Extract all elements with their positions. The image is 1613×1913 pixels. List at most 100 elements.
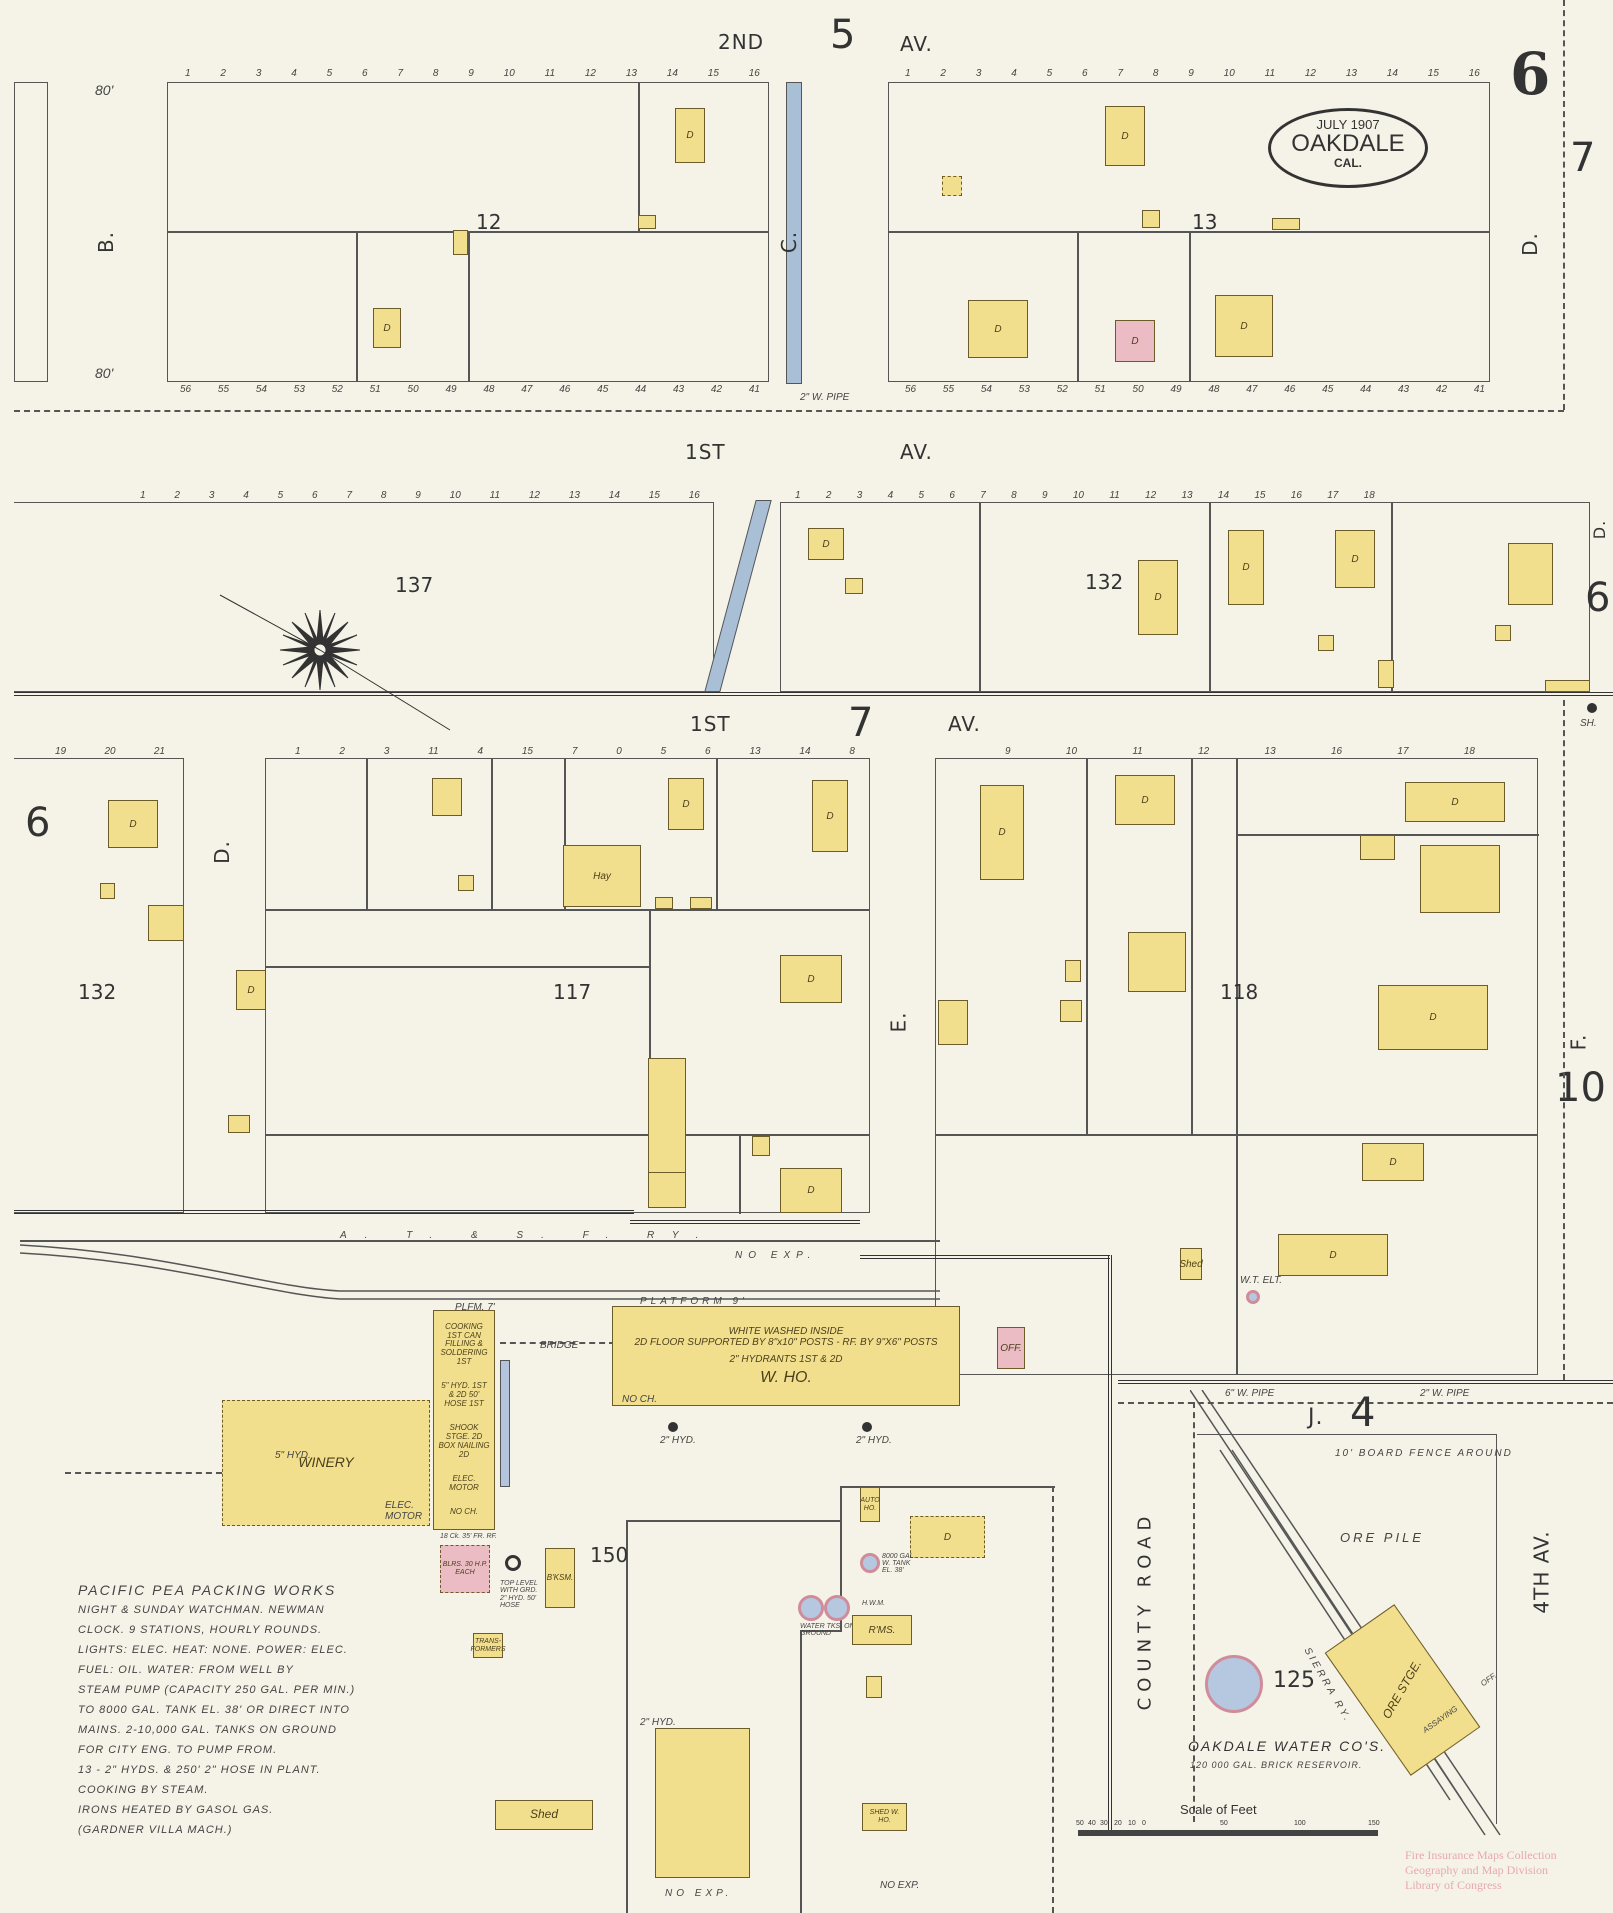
adjacent-sheet-7: 7	[1570, 135, 1596, 181]
block-number-12: 12	[476, 210, 502, 234]
bridge	[500, 1342, 615, 1344]
hydrant-icon	[1587, 703, 1597, 713]
railroad-spur-3	[860, 1255, 1110, 1262]
railroad-spur-vertical	[1108, 1255, 1115, 1835]
pipe-6in-label: 6" W. PIPE	[1225, 1388, 1275, 1399]
railroad-main	[14, 692, 1613, 699]
hay-barn: Hay	[563, 845, 641, 907]
legend-line: Lights: Elec. Heat: None. Power: Elec.	[78, 1644, 348, 1656]
dwelling	[1508, 543, 1553, 605]
dwelling: D	[1335, 530, 1375, 588]
outbuilding	[938, 1000, 968, 1045]
outbuilding	[845, 578, 863, 594]
dwelling: D	[236, 970, 266, 1010]
block-number-150: 150	[590, 1543, 629, 1567]
large-shed-crossed	[655, 1728, 750, 1878]
dwelling: D	[812, 780, 848, 852]
winery-label: WINERY	[298, 1454, 354, 1471]
no-exp-label: NO EXP.	[880, 1880, 920, 1891]
dimension-80: 80'	[95, 82, 114, 98]
outbuilding	[638, 215, 656, 229]
title-cartouche: JULY 1907 OAKDALE CAL.	[1268, 108, 1428, 188]
dwelling: D	[1378, 985, 1488, 1050]
adjacent-sheet-6: 6	[1585, 575, 1611, 621]
water-pipe-vertical	[1193, 1402, 1195, 1822]
warehouse-note-2: 2D FLOOR SUPPORTED BY 8"x10" POSTS - RF.…	[634, 1336, 938, 1348]
dwelling: D	[1215, 295, 1273, 357]
platform-dashed	[65, 1472, 222, 1474]
outbuilding-row	[1545, 680, 1590, 692]
cannery-shook: SHOOK STGE. 2D BOX NAILING 2D	[438, 1423, 490, 1459]
creek-mid	[704, 500, 772, 692]
outbuilding	[1065, 960, 1081, 982]
sierra-railway	[1190, 1390, 1501, 1836]
sheet-boundary-line	[1563, 0, 1565, 410]
dwelling: D	[1105, 106, 1145, 166]
outbuilding	[1378, 660, 1394, 688]
adjacent-sheet-4: 4	[1350, 1390, 1376, 1436]
block-number-132: 132	[1085, 570, 1124, 594]
block-125	[1197, 1434, 1497, 1824]
legend-line: 13 - 2" hyds. & 250' 2" hose in plant.	[78, 1764, 321, 1776]
dwelling	[432, 778, 462, 816]
fence-label: 10' BOARD FENCE AROUND	[1335, 1448, 1513, 1459]
dwelling: D	[108, 800, 158, 848]
cooling-tank	[500, 1360, 510, 1487]
ground-water-tank-icon	[824, 1595, 850, 1621]
dwelling: D	[675, 108, 705, 163]
outbuilding	[942, 176, 962, 196]
dwelling: D	[1405, 782, 1505, 822]
warehouse-name: W. HO.	[760, 1368, 812, 1386]
street-label-d-mid: D.	[1590, 519, 1610, 540]
block-132-top	[780, 502, 1590, 692]
pipe-label: 2" W. PIPE	[800, 392, 850, 403]
street-label-av-7: AV.	[948, 712, 981, 736]
street-label-county-road: COUNTY ROAD	[1134, 1510, 1156, 1711]
legend-line: to 8000 gal. tank El. 38' or direct into	[78, 1704, 350, 1716]
dwelling: D	[980, 785, 1024, 880]
warehouse-note-1: WHITE WASHED INSIDE	[728, 1325, 844, 1337]
shed-crossed	[1128, 932, 1186, 992]
street-label-f: F.	[1566, 1033, 1591, 1051]
legend-line: Fuel: Oil. Water: From well by	[78, 1664, 294, 1676]
compass-rose-icon	[219, 594, 451, 731]
hydrant-icon	[862, 1422, 872, 1432]
block-118	[935, 758, 1539, 1375]
state-name: CAL.	[1334, 156, 1362, 170]
block-number-132-left: 132	[78, 980, 117, 1004]
block-number-13: 13	[1192, 210, 1218, 234]
winery-motor-label: ELEC. MOTOR	[385, 1500, 423, 1522]
street-label-e: E.	[886, 1011, 911, 1033]
tank-level-label: TOP LEVEL WITH GRD.	[500, 1580, 538, 1594]
block-number-137: 137	[395, 573, 434, 597]
boiler-stack-label: 18 Ck. 35' FR. RF.	[440, 1533, 497, 1540]
dwelling: D	[1278, 1234, 1388, 1276]
street-label-1st-lower: 1ST	[690, 712, 731, 736]
legend-line: Cooking by steam.	[78, 1784, 209, 1796]
warehouse: WHITE WASHED INSIDE 2D FLOOR SUPPORTED B…	[612, 1306, 960, 1406]
shed-warehouse: SHED W. HO.	[862, 1803, 907, 1831]
adjacent-sheet-6-left: 6	[25, 800, 51, 846]
railroad-spur	[14, 1210, 634, 1217]
dwelling: D	[668, 778, 704, 830]
ore-pile-label: ORE PILE	[1340, 1530, 1424, 1545]
ground-water-tank-icon	[798, 1595, 824, 1621]
dwelling: D	[1138, 560, 1178, 635]
railroad-label: A. T. & S. F. RY.	[340, 1230, 717, 1241]
map-date: JULY 1907	[1316, 117, 1380, 132]
office-building: OFF.	[997, 1327, 1025, 1369]
water-company-name: OAKDALE WATER CO'S.	[1188, 1738, 1387, 1754]
street-label-d-left: D.	[209, 840, 234, 864]
sheet-number: 6	[1510, 40, 1551, 108]
dwelling: D	[910, 1516, 985, 1558]
outbuilding	[228, 1115, 250, 1133]
no-exp-label: NO EXP.	[735, 1250, 817, 1261]
street-label-av-1st: AV.	[900, 440, 933, 464]
dwelling: D	[1115, 775, 1175, 825]
shed: Shed	[495, 1800, 593, 1830]
bridge-label: BRIDGE	[540, 1340, 579, 1351]
boiler-house: BLRS. 30 H.P. EACH	[440, 1545, 490, 1593]
